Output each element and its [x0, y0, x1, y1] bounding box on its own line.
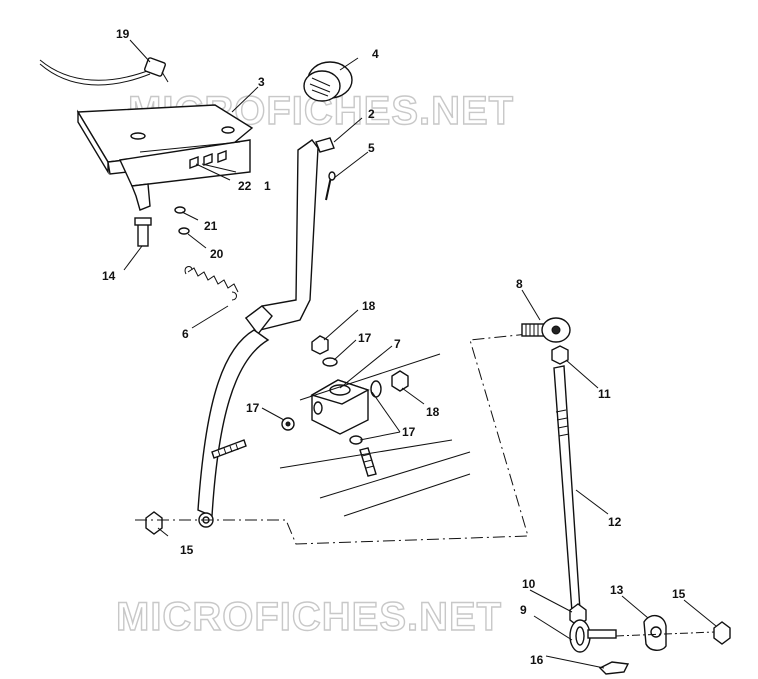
callout-3: 3 — [258, 75, 265, 89]
bracket-plate-3 — [76, 104, 254, 211]
pedal-pad-4 — [303, 61, 353, 102]
washer-17-right — [370, 380, 382, 398]
callout-17-top: 17 — [358, 331, 372, 345]
leader-right — [615, 631, 715, 637]
washer-17-top — [322, 357, 338, 367]
bolt-left — [211, 439, 247, 459]
callout-16: 16 — [530, 653, 544, 667]
pedal-arm — [197, 139, 319, 528]
lock-washer-21 — [174, 206, 186, 214]
cable-terminal-19 — [39, 57, 169, 86]
spring-6 — [184, 266, 239, 301]
callout-5: 5 — [368, 141, 375, 155]
centerline-leader — [135, 333, 529, 545]
callout-11: 11 — [598, 387, 611, 401]
leader-lines — [123, 39, 717, 669]
callout-19: 19 — [116, 27, 130, 41]
nut-18-top — [311, 335, 329, 355]
rod-end-8 — [521, 317, 571, 343]
callout-15-right: 15 — [672, 587, 686, 601]
nut-11 — [551, 345, 569, 365]
washer-17-left — [281, 417, 295, 431]
nut-15-left — [145, 511, 163, 535]
callout-15-left: 15 — [180, 543, 194, 557]
cotter-pin-5 — [325, 171, 336, 201]
nut-18-right — [391, 370, 409, 392]
callout-6: 6 — [182, 327, 189, 341]
callout-21: 21 — [204, 219, 218, 233]
rod-end-9 — [569, 619, 617, 653]
bracket-13 — [643, 615, 667, 651]
callout-13: 13 — [610, 583, 624, 597]
callout-18-right: 18 — [426, 405, 440, 419]
rod-12 — [553, 365, 581, 613]
callout-1: 1 — [264, 179, 271, 193]
callout-8: 8 — [516, 277, 523, 291]
callout-4: 4 — [372, 47, 379, 61]
pin-2 — [315, 137, 335, 153]
callout-20: 20 — [210, 247, 224, 261]
callout-9: 9 — [520, 603, 527, 617]
callout-17-right: 17 — [402, 425, 416, 439]
washer-20 — [178, 227, 190, 235]
block-7 — [310, 379, 370, 435]
watermark-bottom: MICROFICHES.NET — [116, 595, 502, 639]
callout-10: 10 — [522, 577, 536, 591]
callout-18-top: 18 — [362, 299, 376, 313]
clip-16 — [598, 661, 630, 675]
callout-7: 7 — [394, 337, 401, 351]
callout-14: 14 — [102, 269, 116, 283]
callout-12: 12 — [608, 515, 622, 529]
bolt-bottom — [359, 447, 377, 477]
callout-22: 22 — [238, 179, 252, 193]
bolt-14 — [134, 217, 152, 247]
callout-17-left: 17 — [246, 401, 260, 415]
shade-lines — [279, 353, 471, 517]
callout-2: 2 — [368, 107, 375, 121]
nut-15-right — [713, 621, 731, 645]
